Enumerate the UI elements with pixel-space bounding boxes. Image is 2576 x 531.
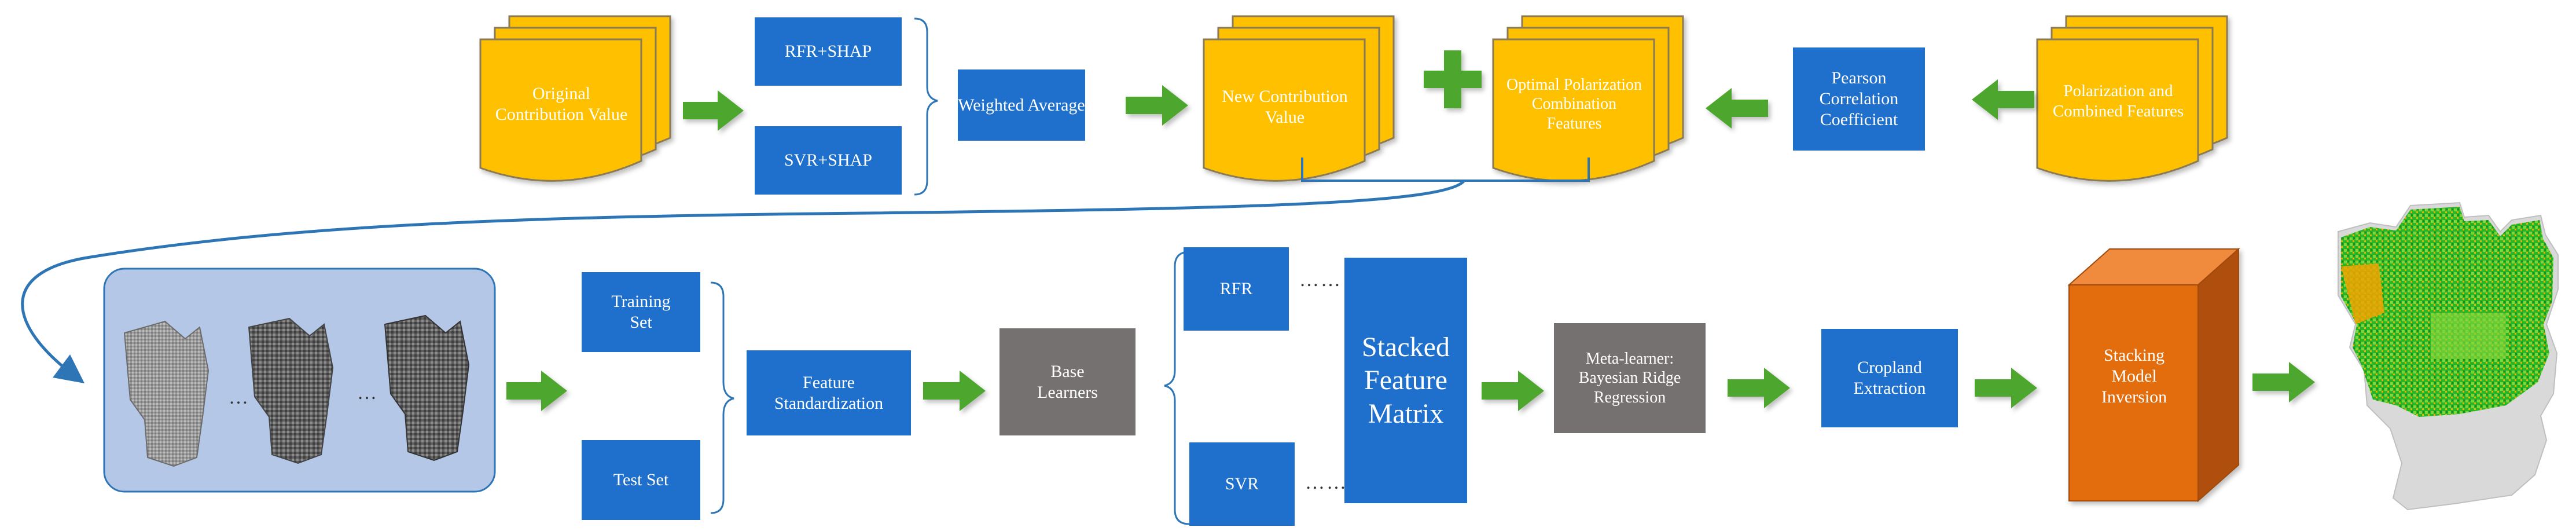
- green-arrow-right-5: [1482, 371, 1544, 411]
- original-contribution-doc-stack: [479, 15, 671, 182]
- cropland-result-map: [2338, 202, 2559, 511]
- rfr-shap-box: RFR+SHAP: [755, 17, 902, 86]
- cropland-extraction-box: Cropland Extraction: [1821, 329, 1958, 427]
- training-set-box: Training Set: [582, 272, 700, 352]
- polarization-features-label: Polarization and Combined Features: [2052, 82, 2184, 120]
- rfr-box: RFR: [1184, 247, 1289, 331]
- green-arrow-left-1: [1706, 88, 1768, 129]
- plus-icon: [1424, 50, 1482, 108]
- meta-learner-box: Meta-learner: Bayesian Ridge Regression: [1554, 323, 1706, 433]
- sar-image-2: [248, 317, 334, 464]
- new-contribution-label: New Contribution Value: [1222, 87, 1348, 127]
- green-arrow-right-4: [923, 371, 986, 411]
- image-ellipsis-2: …: [357, 382, 379, 404]
- polarization-features-doc-stack: [2036, 15, 2228, 182]
- shap-brace: [914, 17, 938, 196]
- sar-image-1: [123, 320, 210, 467]
- optimal-features-label: Optimal Polarization Combination Feature…: [1506, 75, 1642, 133]
- rfr-dots: ……: [1299, 269, 1342, 291]
- learner-brace: [1164, 251, 1190, 525]
- green-arrow-right-8: [2252, 362, 2315, 402]
- weighted-average-box: Weighted Average: [958, 69, 1085, 141]
- svr-shap-box: SVR+SHAP: [755, 126, 902, 195]
- stacked-feature-matrix-box: Stacked Feature Matrix: [1344, 258, 1467, 503]
- combine-bracket: [1301, 158, 1590, 182]
- optimal-features-doc-stack: [1492, 15, 1684, 182]
- test-set-box: Test Set: [582, 440, 700, 520]
- new-contribution-doc-stack: [1203, 15, 1395, 182]
- sar-image-3: [384, 314, 470, 462]
- feature-standardization-box: Feature Standardization: [747, 350, 911, 435]
- stacking-cube: [2067, 247, 2240, 503]
- dataset-brace: [710, 281, 734, 514]
- svr-dots: ……: [1305, 472, 1348, 493]
- green-arrow-right-2: [1126, 85, 1188, 126]
- svr-box: SVR: [1189, 442, 1295, 526]
- green-arrow-right-1: [683, 90, 744, 131]
- base-learners-box: Base Learners: [999, 328, 1136, 435]
- pearson-box: Pearson Correlation Coefficient: [1793, 47, 1925, 151]
- flow-connector: [21, 180, 1465, 384]
- green-arrow-right-6: [1728, 368, 1790, 408]
- image-ellipsis-1: …: [229, 387, 250, 408]
- original-contribution-label: Original Contribution Value: [495, 84, 628, 124]
- stacking-model-inversion-label: Stacking Model Inversion: [2101, 346, 2167, 407]
- green-arrow-left-2: [1972, 79, 2034, 120]
- green-arrow-right-3: [506, 371, 567, 411]
- green-arrow-right-7: [1975, 368, 2037, 408]
